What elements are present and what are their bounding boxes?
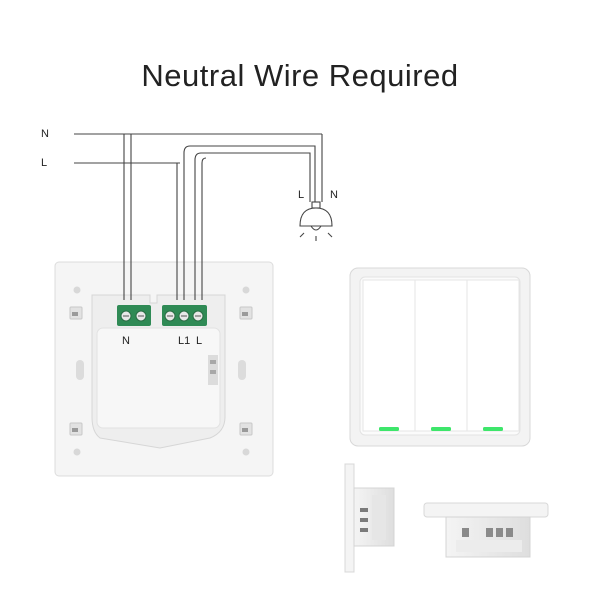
switch-bottom-view (423, 502, 549, 558)
switch-gang-3 (466, 279, 520, 432)
wire-label-live: L (41, 157, 48, 169)
wire-label-neutral: N (41, 128, 49, 140)
lamp-label-neutral: N (330, 189, 338, 201)
switch-gang-2 (414, 279, 468, 432)
terminal-label-neutral: N (122, 335, 130, 347)
indicator-led-3 (483, 427, 503, 431)
terminal-label-live: L (196, 335, 203, 347)
lamp-icon (299, 201, 333, 241)
switch-side-view (344, 463, 395, 573)
switch-gang-1 (362, 279, 416, 432)
terminal-label-load: L1 (178, 335, 191, 347)
lamp-label-live: L (298, 189, 305, 201)
indicator-led-1 (379, 427, 399, 431)
page-title: Neutral Wire Required (141, 58, 459, 93)
wires (74, 133, 323, 300)
indicator-led-2 (431, 427, 451, 431)
switch-front-panel (349, 267, 531, 447)
switch-back-plate (54, 261, 274, 477)
